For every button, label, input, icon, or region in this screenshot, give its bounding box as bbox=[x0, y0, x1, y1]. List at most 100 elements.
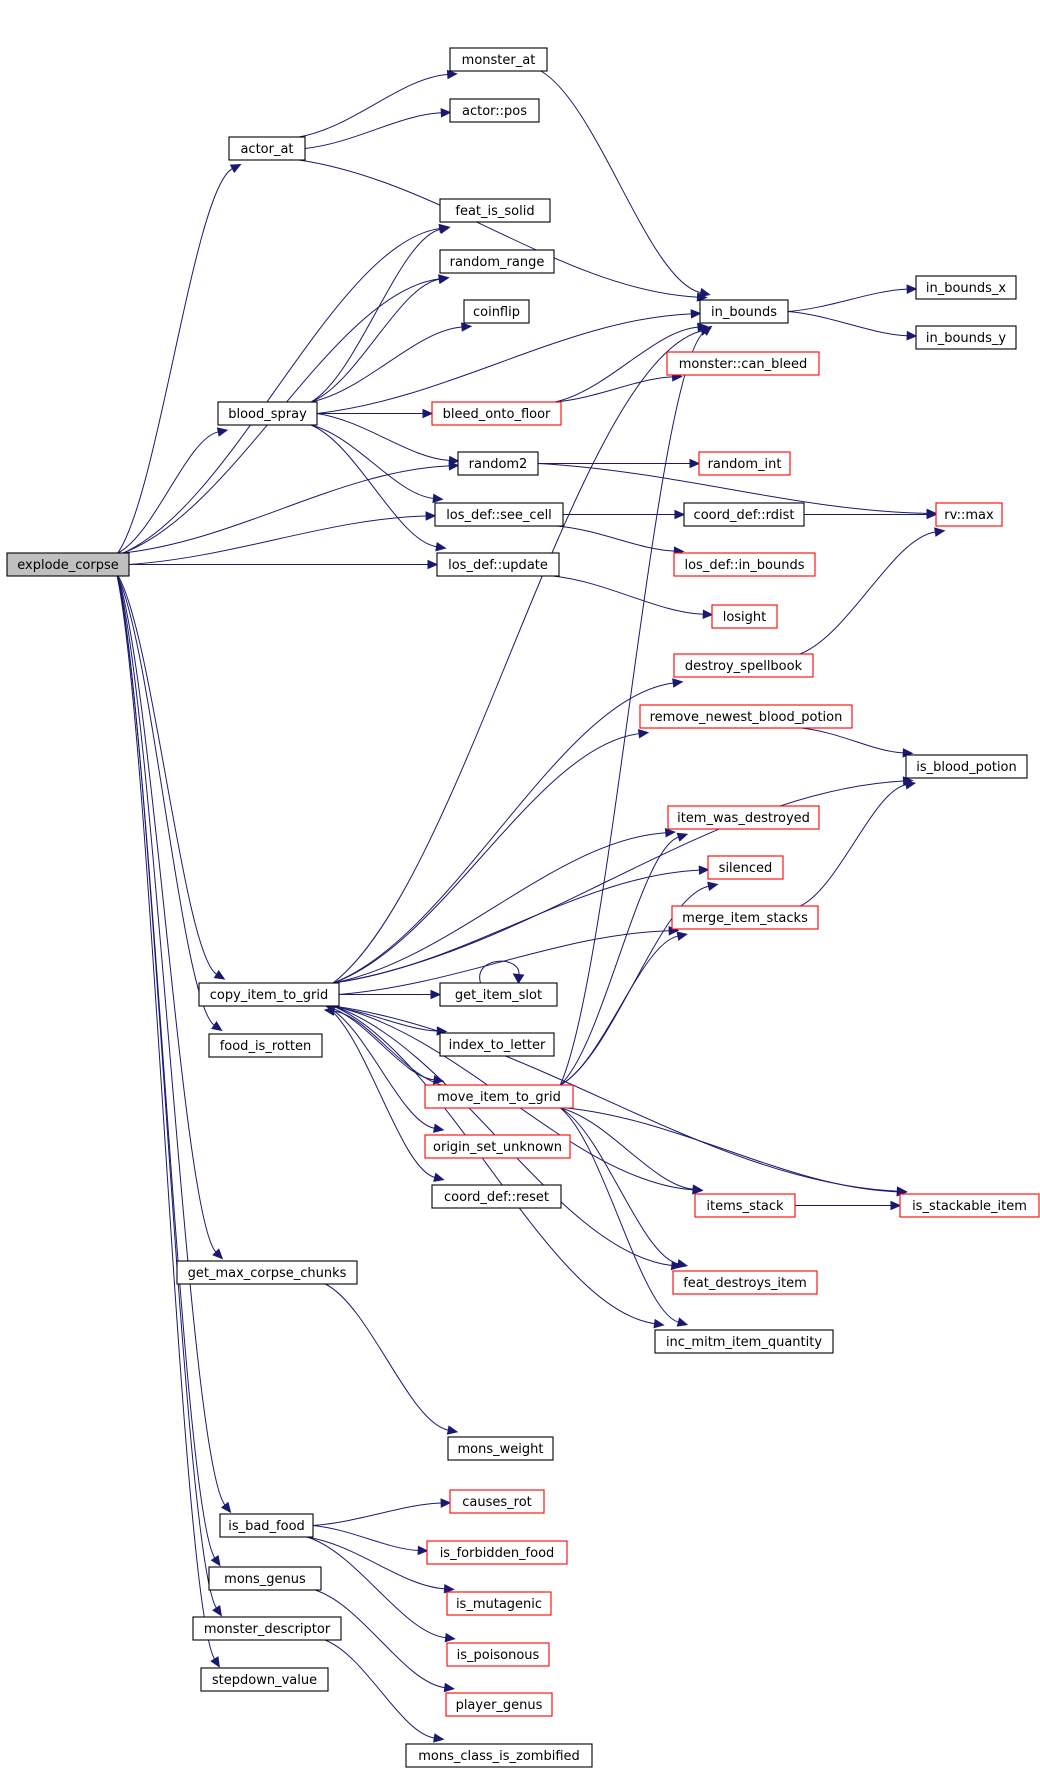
node-coord-def-reset[interactable]: coord_def::reset bbox=[431, 1184, 562, 1209]
edge-move_item_to_grid-to-inc_mitm_item_quantity bbox=[559, 1107, 689, 1327]
node-box bbox=[439, 982, 558, 1007]
node-silenced[interactable]: silenced bbox=[707, 855, 784, 880]
node-coord-def-rdist[interactable]: coord_def::rdist bbox=[683, 502, 805, 527]
node-rv-max[interactable]: rv::max bbox=[935, 502, 1003, 527]
node-feat-is-solid[interactable]: feat_is_solid bbox=[439, 198, 551, 223]
node-losight[interactable]: losight bbox=[711, 604, 778, 629]
edge-copy_item_to_grid-to-remove_newest_blood_potion bbox=[332, 729, 650, 984]
node-label: monster_descriptor bbox=[204, 1622, 331, 1637]
edges-layer bbox=[116, 69, 946, 1743]
node-blood-spray[interactable]: blood_spray bbox=[217, 401, 318, 426]
node-monster-descriptor[interactable]: monster_descriptor bbox=[192, 1616, 342, 1641]
edge-blood_spray-to-bleed_onto_floor bbox=[317, 408, 434, 419]
node-box bbox=[192, 1616, 342, 1641]
node-label: is_forbidden_food bbox=[440, 1546, 555, 1561]
node-stepdown-value[interactable]: stepdown_value bbox=[200, 1667, 329, 1692]
node-monster-at[interactable]: monster_at bbox=[449, 47, 548, 72]
node-in-bounds-y[interactable]: in_bounds_y bbox=[915, 325, 1017, 350]
node-los-def-in-bounds[interactable]: los_def::in_bounds bbox=[673, 552, 816, 577]
node-label: actor::pos bbox=[462, 104, 527, 119]
node-player-genus[interactable]: player_genus bbox=[445, 1692, 553, 1717]
node-label: in_bounds_x bbox=[926, 281, 1007, 296]
node-merge-item-stacks[interactable]: merge_item_stacks bbox=[671, 905, 819, 930]
edge-merge_item_stacks-to-is_blood_potion bbox=[800, 780, 917, 907]
node-is-bad-food[interactable]: is_bad_food bbox=[219, 1513, 314, 1538]
node-label: los_def::update bbox=[448, 558, 548, 573]
node-los-def-update[interactable]: los_def::update bbox=[436, 552, 560, 577]
edge-bleed_onto_floor-to-monster_can_bleed bbox=[554, 372, 683, 403]
node-box bbox=[707, 855, 784, 880]
node-los-def-see-cell[interactable]: los_def::see_cell bbox=[434, 502, 564, 527]
edge-explode_corpse-to-get_max_corpse_chunks bbox=[117, 575, 224, 1260]
node-label: feat_is_solid bbox=[455, 204, 534, 219]
edge-copy_item_to_grid-to-item_was_destroyed bbox=[332, 827, 677, 984]
node-random2[interactable]: random2 bbox=[457, 451, 539, 476]
node-item-was-destroyed[interactable]: item_was_destroyed bbox=[667, 805, 820, 830]
node-actor-pos[interactable]: actor::pos bbox=[449, 98, 540, 123]
edge-copy_item_to_grid-to-inc_mitm_item_quantity bbox=[332, 1005, 665, 1329]
node-box bbox=[446, 1591, 552, 1616]
node-bleed-onto-floor[interactable]: bleed_onto_floor bbox=[431, 401, 562, 426]
edge-mons_genus-to-player_genus bbox=[314, 1589, 455, 1693]
node-random-range[interactable]: random_range bbox=[439, 249, 555, 274]
edge-explode_corpse-to-feat_is_solid bbox=[122, 223, 450, 554]
node-label: blood_spray bbox=[228, 407, 307, 422]
node-box bbox=[431, 1184, 562, 1209]
edge-actor_at-to-actor_pos bbox=[304, 108, 452, 149]
node-box bbox=[463, 299, 530, 324]
edge-los_def_update-to-losight bbox=[552, 575, 714, 620]
edge-monster_at-to-in_bounds bbox=[540, 70, 711, 298]
node-destroy-spellbook[interactable]: destroy_spellbook bbox=[673, 653, 814, 678]
node-remove-newest-blood-potion[interactable]: remove_newest_blood_potion bbox=[639, 704, 853, 729]
node-label: los_def::in_bounds bbox=[684, 558, 804, 573]
node-mons-weight[interactable]: mons_weight bbox=[447, 1436, 554, 1461]
node-box bbox=[449, 1489, 545, 1514]
node-mons-genus[interactable]: mons_genus bbox=[208, 1566, 322, 1591]
node-random-int[interactable]: random_int bbox=[698, 451, 791, 476]
node-explode-corpse[interactable]: explode_corpse bbox=[6, 552, 130, 577]
node-label: monster::can_bleed bbox=[679, 357, 808, 372]
node-mons-class-is-zombified[interactable]: mons_class_is_zombified bbox=[405, 1743, 593, 1768]
node-monster-can-bleed[interactable]: monster::can_bleed bbox=[666, 351, 820, 376]
node-get-max-corpse-chunks[interactable]: get_max_corpse_chunks bbox=[176, 1260, 358, 1285]
node-box bbox=[424, 1134, 571, 1159]
node-items-stack[interactable]: items_stack bbox=[694, 1193, 796, 1218]
node-in-bounds-x[interactable]: in_bounds_x bbox=[915, 275, 1017, 300]
node-label: item_was_destroyed bbox=[677, 811, 810, 826]
edge-copy_item_to_grid-to-is_blood_potion bbox=[332, 776, 914, 984]
node-label: merge_item_stacks bbox=[682, 911, 808, 926]
node-box bbox=[449, 98, 540, 123]
node-is-poisonous[interactable]: is_poisonous bbox=[446, 1642, 550, 1667]
node-is-forbidden-food[interactable]: is_forbidden_food bbox=[426, 1540, 568, 1565]
node-label: get_max_corpse_chunks bbox=[188, 1266, 347, 1281]
edge-blood_spray-to-in_bounds bbox=[316, 309, 702, 414]
node-is-stackable-item[interactable]: is_stackable_item bbox=[899, 1193, 1040, 1218]
node-in-bounds[interactable]: in_bounds bbox=[699, 299, 789, 324]
node-label: copy_item_to_grid bbox=[210, 988, 328, 1003]
node-origin-set-unknown[interactable]: origin_set_unknown bbox=[424, 1134, 571, 1159]
node-actor-at[interactable]: actor_at bbox=[228, 136, 306, 161]
node-coinflip[interactable]: coinflip bbox=[463, 299, 530, 324]
node-move-item-to-grid[interactable]: move_item_to_grid bbox=[424, 1084, 574, 1109]
node-is-mutagenic[interactable]: is_mutagenic bbox=[446, 1591, 552, 1616]
node-index-to-letter[interactable]: index_to_letter bbox=[439, 1032, 555, 1057]
node-causes-rot[interactable]: causes_rot bbox=[449, 1489, 545, 1514]
node-get-item-slot[interactable]: get_item_slot bbox=[439, 982, 558, 1007]
node-box bbox=[915, 325, 1017, 350]
node-inc-mitm-item-quantity[interactable]: inc_mitm_item_quantity bbox=[654, 1329, 834, 1354]
node-feat-destroys-item[interactable]: feat_destroys_item bbox=[672, 1270, 818, 1295]
node-box bbox=[208, 1033, 323, 1058]
node-box bbox=[673, 653, 814, 678]
node-label: player_genus bbox=[456, 1698, 543, 1713]
node-copy-item-to-grid[interactable]: copy_item_to_grid bbox=[198, 982, 340, 1007]
node-is-blood-potion[interactable]: is_blood_potion bbox=[905, 754, 1028, 779]
node-food-is-rotten[interactable]: food_is_rotten bbox=[208, 1033, 323, 1058]
edge-monster_descriptor-to-mons_class_is_zombified bbox=[324, 1639, 445, 1743]
node-box bbox=[228, 136, 306, 161]
node-box bbox=[198, 982, 340, 1007]
node-label: silenced bbox=[719, 861, 773, 876]
edge-copy_item_to_grid-to-coord_def_reset bbox=[325, 1005, 445, 1182]
node-label: inc_mitm_item_quantity bbox=[666, 1335, 822, 1350]
